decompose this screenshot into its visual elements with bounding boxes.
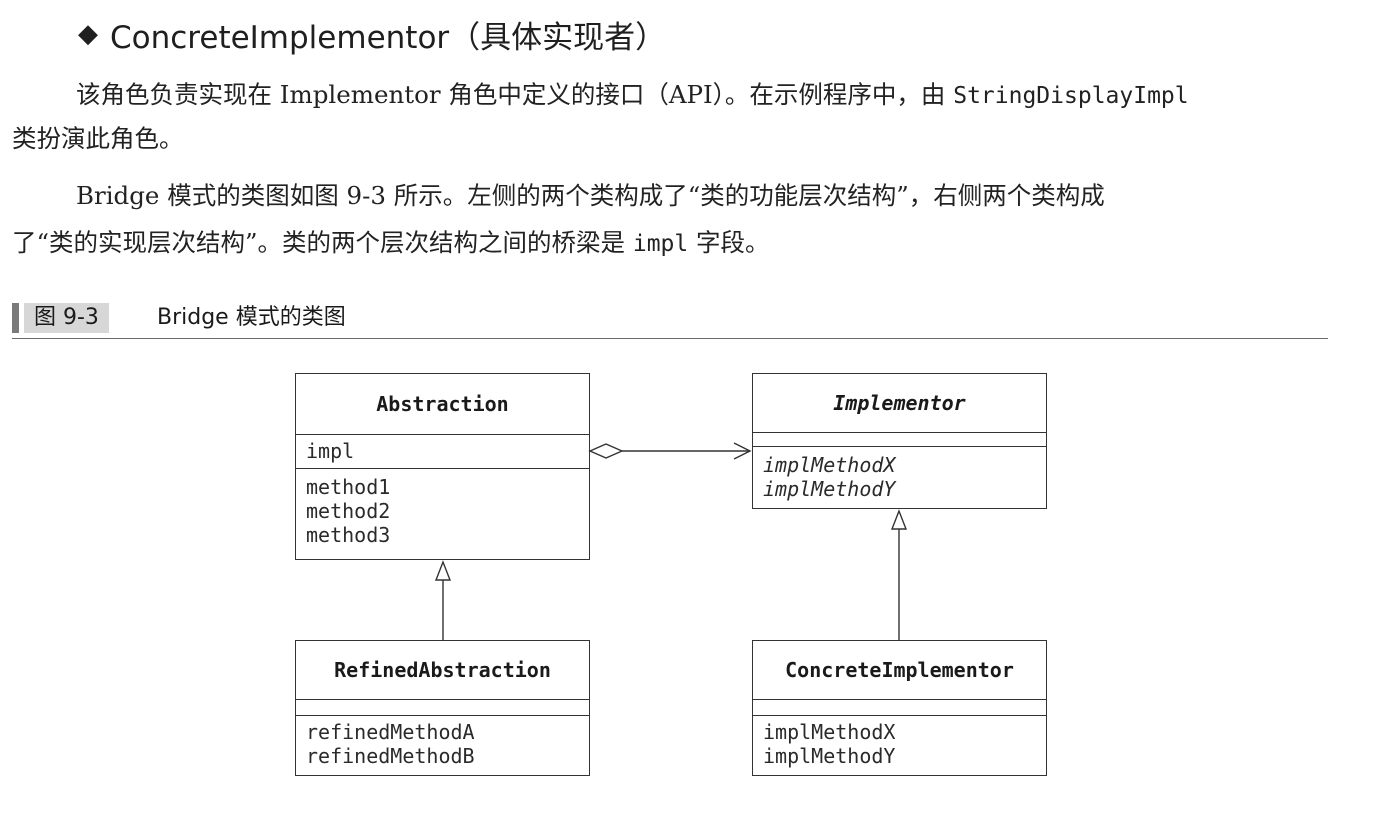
section-heading-text: ConcreteImplementor（具体实现者） — [110, 19, 667, 56]
method-item: implMethodX — [763, 453, 896, 477]
caption-marker — [12, 303, 19, 333]
paragraph-2-line-2: 了“类的实现层次结构”。类的两个层次结构之间的桥梁是 impl 字段。 — [12, 221, 1352, 266]
paragraph-1-line-1: 该角色负责实现在 Implementor 角色中定义的接口（API）。在示例程序… — [76, 73, 1376, 118]
paragraph-2-text-end: 字段。 — [688, 228, 770, 257]
open-arrowhead-icon — [733, 442, 752, 460]
paragraph-1-line-2: 类扮演此角色。 — [12, 117, 1352, 161]
aggregation-diamond-icon — [588, 443, 624, 459]
class-methods: method1 method2 method3 — [296, 469, 589, 547]
hollow-triangle-icon — [890, 509, 908, 530]
paragraph-2-text: Bridge 模式的类图如图 9-3 所示。左侧的两个类构成了“类的功能层次结构… — [76, 181, 1105, 210]
class-refined-abstraction: RefinedAbstraction refinedMethodA refine… — [295, 640, 590, 776]
paragraph-1-text-cont: 类扮演此角色。 — [12, 124, 184, 153]
class-methods: refinedMethodA refinedMethodB — [296, 716, 589, 768]
field-item: impl — [306, 439, 355, 463]
paragraph-2-code: impl — [632, 231, 689, 257]
class-name: RefinedAbstraction — [296, 641, 589, 700]
figure-caption: 图 9-3 Bridge 模式的类图 — [12, 300, 1328, 339]
method-item: refinedMethodA — [306, 720, 475, 744]
class-methods: implMethodX implMethodY — [753, 447, 1046, 501]
class-fields — [296, 700, 589, 716]
figure-title: Bridge 模式的类图 — [157, 305, 346, 330]
method-item: method1 — [306, 475, 391, 499]
method-item: refinedMethodB — [306, 744, 475, 768]
class-methods: implMethodX implMethodY — [753, 716, 1046, 768]
paragraph-1-text: 该角色负责实现在 Implementor 角色中定义的接口（API）。在示例程序… — [76, 80, 954, 109]
class-fields: impl — [296, 435, 589, 469]
class-abstraction: Abstraction impl method1 method2 method3 — [295, 373, 590, 560]
method-item: implMethodY — [763, 744, 896, 768]
method-item: implMethodX — [763, 720, 896, 744]
figure-number: 图 9-3 — [24, 303, 109, 333]
section-heading: ◆ ConcreteImplementor（具体实现者） — [78, 12, 666, 56]
paragraph-1-code: StringDisplayImpl — [953, 83, 1189, 109]
class-name: ConcreteImplementor — [753, 641, 1046, 700]
class-fields — [753, 700, 1046, 716]
method-item: method3 — [306, 523, 391, 547]
diamond-bullet-icon: ◆ — [78, 19, 98, 49]
class-name: Implementor — [753, 374, 1046, 433]
class-fields — [753, 433, 1046, 447]
paragraph-2-text-cont: 了“类的实现层次结构”。类的两个层次结构之间的桥梁是 — [12, 228, 633, 257]
class-implementor: Implementor implMethodX implMethodY — [752, 373, 1047, 509]
method-item: implMethodY — [763, 477, 896, 501]
class-concrete-implementor: ConcreteImplementor implMethodX implMeth… — [752, 640, 1047, 776]
paragraph-2-line-1: Bridge 模式的类图如图 9-3 所示。左侧的两个类构成了“类的功能层次结构… — [76, 174, 1376, 218]
hollow-triangle-icon — [434, 560, 452, 581]
class-name: Abstraction — [296, 374, 589, 435]
method-item: method2 — [306, 499, 391, 523]
